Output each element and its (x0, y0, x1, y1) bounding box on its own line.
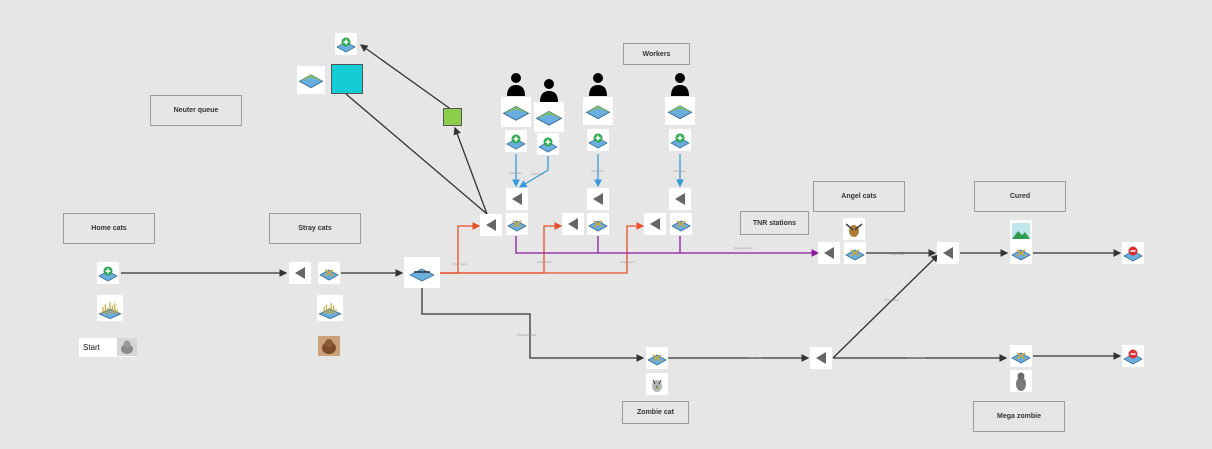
flow-worker-2[interactable] (518, 156, 549, 188)
svg-text:Stray cat In: Stray cat In (537, 260, 553, 264)
svg-text:Volunteer: Volunteer (531, 172, 544, 176)
delay-icon[interactable] (810, 347, 832, 369)
resource-block[interactable] (443, 108, 462, 126)
svg-text:Zombified cats: Zombified cats (517, 333, 537, 337)
flow-tnr-to-angel[interactable] (515, 236, 820, 257)
router-icon[interactable] (404, 257, 440, 288)
svg-text:Volunteer: Volunteer (509, 171, 522, 175)
tnr-stations-label[interactable]: TNR stations (740, 211, 809, 235)
sink-icon[interactable] (1122, 242, 1144, 264)
source-icon[interactable] (587, 129, 609, 151)
worker-icon (539, 78, 559, 102)
svg-text:Volunteer: Volunteer (673, 169, 686, 173)
tool-tile-icon[interactable] (1010, 242, 1032, 264)
flow-tnr-to-resource[interactable] (453, 126, 488, 215)
chart-tile-icon[interactable] (97, 295, 123, 321)
svg-text:Stray cat In: Stray cat In (620, 260, 636, 264)
worker-icon (588, 72, 608, 96)
tool-tile-icon[interactable] (318, 262, 340, 284)
tool-tile-icon[interactable] (1010, 345, 1032, 367)
tool-tile-icon[interactable] (506, 213, 528, 235)
tool-tile-icon[interactable] (670, 213, 692, 235)
svg-text:Angel cats: Angel cats (890, 252, 905, 256)
flow-tnr-to-queue[interactable] (345, 93, 488, 215)
zombie-cat-label[interactable]: Zombie cat (622, 401, 689, 424)
tool-tile-icon[interactable] (587, 213, 609, 235)
worker-icon (670, 72, 690, 96)
flow-router-to-zombie[interactable] (421, 288, 645, 362)
delay-icon[interactable] (480, 214, 502, 236)
source-icon[interactable] (669, 129, 691, 151)
svg-text:Stray cat In: Stray cat In (452, 262, 468, 266)
neuter-queue-block[interactable] (331, 64, 363, 94)
server-tile-icon[interactable] (583, 97, 613, 125)
source-icon[interactable] (505, 130, 527, 152)
chart-tile-icon[interactable] (317, 295, 343, 321)
flow-router-to-tnr-3[interactable] (440, 222, 645, 274)
source-icon[interactable] (537, 133, 559, 155)
cured-label[interactable]: Cured (974, 181, 1066, 212)
mega-zombie-icon (1010, 370, 1032, 392)
zombie-cat-icon (646, 373, 668, 395)
delay-icon[interactable] (289, 262, 311, 284)
tool-tile-icon[interactable] (646, 347, 668, 369)
mega-zombie-label[interactable]: Mega zombie (973, 401, 1065, 432)
angel-cat-icon (843, 218, 865, 240)
delay-icon[interactable] (562, 213, 584, 235)
landscape-icon (1010, 220, 1032, 242)
cat-photo-icon (318, 336, 340, 356)
delay-icon[interactable] (669, 188, 691, 210)
flow-zombie-to-cured[interactable] (832, 254, 939, 359)
cat-photo-icon (117, 338, 137, 356)
svg-text:Cured cats: Cured cats (884, 298, 899, 302)
server-tile-icon[interactable] (501, 97, 531, 127)
flow-resource-to-source[interactable] (359, 44, 453, 111)
worker-icon (506, 72, 526, 96)
neuter-queue-label[interactable]: Neuter queue (150, 95, 242, 126)
delay-icon[interactable] (587, 188, 609, 210)
svg-text:Zombie cats: Zombie cats (745, 356, 762, 360)
svg-text:Volunteer: Volunteer (591, 169, 604, 173)
server-tile-icon[interactable] (665, 97, 695, 125)
tool-tile-icon[interactable] (844, 242, 866, 264)
stray-cats-label[interactable]: Stray cats (269, 213, 361, 244)
delay-icon[interactable] (644, 213, 666, 235)
source-icon[interactable] (335, 33, 357, 55)
source-icon[interactable] (97, 262, 119, 284)
svg-text:Mega zombie: Mega zombie (907, 356, 925, 360)
start-label: Start (83, 343, 100, 352)
server-tile-icon[interactable] (534, 102, 564, 132)
workers-label[interactable]: Workers (623, 43, 690, 65)
delay-icon[interactable] (937, 242, 959, 264)
server-tile-icon[interactable] (297, 66, 325, 94)
delay-icon[interactable] (506, 188, 528, 210)
svg-text:Neutered cats: Neutered cats (734, 246, 753, 250)
sink-icon[interactable] (1122, 345, 1144, 367)
delay-icon[interactable] (818, 242, 840, 264)
home-cats-label[interactable]: Home cats (63, 213, 155, 244)
angel-cats-label[interactable]: Angel cats (813, 181, 905, 212)
